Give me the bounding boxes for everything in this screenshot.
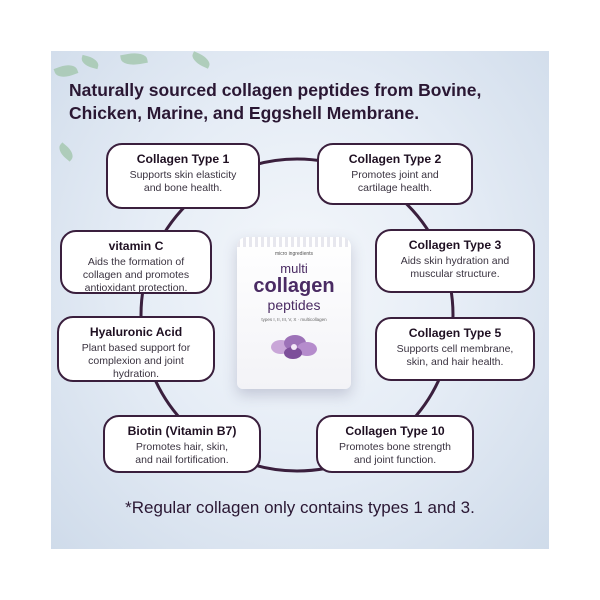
flower-illustration [271, 335, 317, 359]
product-bag: micro ingredients multi collagen peptide… [237, 237, 351, 389]
card-collagen-type-10: Collagen Type 10 Promotes bone strength … [316, 415, 474, 473]
card-description: Promotes bone strength and joint functio… [338, 441, 452, 466]
card-title: Collagen Type 10 [345, 424, 445, 438]
infographic-panel: Naturally sourced collagen peptides from… [51, 51, 549, 549]
headline: Naturally sourced collagen peptides from… [69, 80, 482, 123]
card-title: Collagen Type 3 [408, 238, 502, 252]
card-description: Supports cell membrane, skin, and hair h… [396, 343, 514, 368]
card-title: Collagen Type 2 [348, 152, 442, 166]
card-description: Aids the formation of collagen and promo… [82, 256, 190, 294]
product-line-2: collagen [253, 275, 335, 297]
product-line-1: multi [280, 261, 308, 276]
product-types: types I, II, III, V, X · multicollagen [261, 317, 327, 322]
card-collagen-type-2: Collagen Type 2 Promotes joint and carti… [317, 143, 473, 205]
card-description: Promotes hair, skin, and nail fortificat… [135, 441, 229, 466]
card-description: Promotes joint and cartilage health. [351, 169, 439, 194]
card-title: Hyaluronic Acid [89, 325, 183, 339]
product-brand: micro ingredients [274, 251, 314, 257]
card-description: Supports skin elasticity and bone health… [129, 169, 237, 194]
product-line-3: peptides [267, 297, 321, 313]
card-title: Biotin (Vitamin B7) [127, 424, 237, 438]
bag-zipper [237, 237, 351, 247]
card-biotin: Biotin (Vitamin B7) Promotes hair, skin,… [103, 415, 261, 473]
card-hyaluronic-acid: Hyaluronic Acid Plant based support for … [57, 316, 215, 382]
card-collagen-type-5: Collagen Type 5 Supports cell membrane, … [375, 317, 535, 381]
footnote: *Regular collagen only contains types 1 … [125, 498, 475, 517]
card-title: vitamin C [108, 239, 164, 253]
card-collagen-type-3: Collagen Type 3 Aids skin hydration and … [375, 229, 535, 293]
card-title: Collagen Type 5 [408, 326, 502, 340]
card-description: Aids skin hydration and muscular structu… [400, 255, 510, 280]
card-description: Plant based support for complexion and j… [81, 342, 191, 380]
card-vitamin-c: vitamin C Aids the formation of collagen… [60, 230, 212, 294]
card-title: Collagen Type 1 [136, 152, 230, 166]
connector-ring [139, 157, 455, 473]
card-collagen-type-1: Collagen Type 1 Supports skin elasticity… [106, 143, 260, 209]
